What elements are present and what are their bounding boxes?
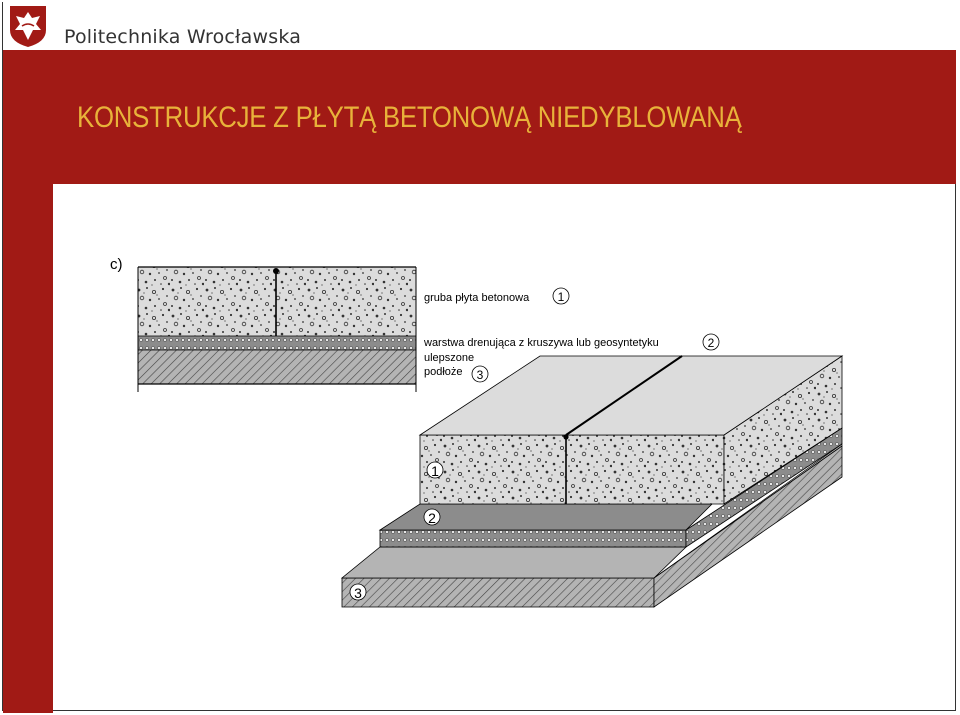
iso-slab-front [419, 434, 725, 505]
isometric-view [340, 355, 844, 608]
iso-subgrade-top [340, 546, 687, 579]
section-concrete-slab [138, 267, 416, 336]
iso-slab-top [418, 355, 844, 436]
callout-1: 1 [431, 463, 439, 479]
callout-3: 3 [354, 585, 362, 601]
legend-item-1-text: gruba płyta betonowa [424, 292, 530, 304]
legend-item-1-number: 1 [558, 290, 565, 304]
iso-subgrade-front [341, 577, 655, 608]
slide-title: KONSTRUKCJE Z PŁYTĄ BETONOWĄ NIEDYBLOWAN… [77, 101, 742, 134]
callout-2-circle [423, 508, 441, 526]
callout-1-circle [426, 461, 444, 479]
section-subgrade [138, 350, 416, 384]
legend-item-3-text-line1: ulepszone [424, 352, 474, 364]
header-strip [3, 0, 956, 50]
legend-item-2-number: 2 [708, 336, 715, 350]
variant-label: c) [110, 256, 123, 273]
iso-drainage-front [379, 529, 687, 548]
legend-item-2-text: warstwa drenująca z kruszywa lub geosynt… [423, 337, 659, 349]
callout-2: 2 [428, 510, 436, 526]
university-name: Politechnika Wrocławska [64, 26, 302, 48]
legend-item-3-text-line2: podłoże [424, 366, 463, 378]
joint-marker-icon [273, 268, 279, 274]
iso-drainage-side [685, 427, 843, 548]
callouts: 1 2 3 [349, 461, 444, 601]
section-drainage-layer [138, 336, 416, 350]
callout-3-circle [349, 583, 367, 601]
title-band [3, 50, 956, 184]
iso-slab-joint-top [565, 355, 683, 436]
legend: gruba płyta betonowa 1 warstwa drenująca… [423, 287, 720, 383]
legend-item-3-number: 3 [477, 368, 484, 382]
eagle-logo-icon [10, 6, 46, 47]
cross-section: c) [110, 256, 417, 392]
iso-subgrade-side [653, 445, 843, 608]
